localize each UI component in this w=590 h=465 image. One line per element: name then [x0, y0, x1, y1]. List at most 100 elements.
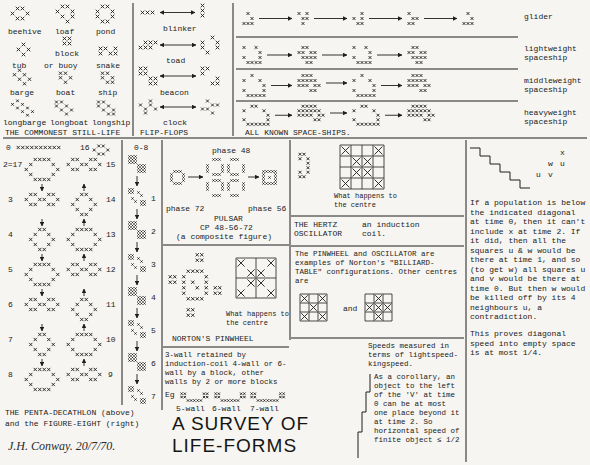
phase-arrow: [188, 177, 203, 178]
title-lettering: A SURVEY OF LIFE-FORMS: [172, 413, 322, 457]
section-rule: [466, 140, 467, 462]
spaceship: [408, 12, 419, 25]
pinwheel-grid: [236, 298, 276, 299]
section-heading: NORTON'S PINWHEEL: [172, 334, 254, 343]
cell-letter: x: [560, 148, 565, 157]
phase-arrow: [160, 45, 196, 46]
oscillator: [201, 4, 205, 18]
section-heading: THE HERTZ OSCILLATOR: [294, 220, 352, 238]
phase-arrow: [137, 209, 138, 219]
pulsar: [206, 158, 244, 196]
spaceship: [243, 12, 254, 25]
generation-number: 4: [151, 293, 156, 302]
oscillator: [201, 36, 220, 55]
section-heading: FLIP-FLOPS: [140, 128, 188, 137]
generation-number: 8: [8, 370, 13, 379]
label: toad: [166, 56, 185, 65]
spaceship: [408, 74, 431, 92]
note: As a corollary, an object to the left of…: [374, 373, 462, 445]
phase-arrow: [322, 55, 347, 56]
oscillator-grid: [340, 189, 384, 190]
figure-eight: [128, 221, 145, 238]
phase-arrow: [137, 176, 138, 186]
figure-eight: [128, 386, 145, 403]
penta-decathlon: [67, 333, 102, 356]
label: phase 48: [212, 146, 250, 155]
generation-number: 3: [151, 260, 156, 269]
spaceship: [353, 12, 364, 25]
penta-decathlon: [25, 368, 60, 391]
centre-grid: [374, 294, 375, 321]
generation-number: 13: [106, 230, 116, 239]
oscillator-grid: [340, 145, 384, 146]
still-life: [99, 47, 118, 56]
label: clock: [163, 118, 187, 127]
question: What happens to the centre: [334, 192, 398, 209]
label: glider: [524, 12, 553, 21]
section-rule: [291, 216, 464, 217]
label: middleweight spaceship: [524, 76, 586, 94]
label: longbarge: [3, 118, 46, 127]
penta-decathlon: [17, 146, 61, 149]
section-rule: [233, 3, 234, 136]
label: phase 56: [248, 204, 286, 213]
pinwheel-grid: [236, 258, 276, 259]
centre-grid: [392, 294, 393, 321]
still-life: [11, 7, 30, 21]
figure-eight: [128, 287, 145, 304]
spaceship: [243, 105, 270, 126]
spaceship: [408, 46, 427, 64]
oscillator-grid: [340, 178, 384, 179]
figure-eight: [128, 320, 145, 337]
generation-number: 9: [108, 370, 113, 379]
label: boat: [56, 88, 75, 97]
spaceship: [298, 74, 321, 92]
still-life: [56, 5, 75, 24]
section-heading: PULSAR: [214, 214, 243, 223]
label: and: [343, 304, 357, 313]
generation-number: 11: [106, 300, 116, 309]
generation-number: 12: [106, 265, 116, 274]
phase-arrow: [248, 177, 259, 178]
wall: [250, 393, 284, 402]
section-rules: [3, 3, 587, 462]
label: longboat: [50, 118, 88, 127]
generation-number: 15: [106, 160, 116, 169]
phase-arrow: [42, 289, 43, 296]
phase-arrow: [160, 12, 195, 13]
still-life: [101, 72, 114, 84]
section-rule: [236, 37, 518, 38]
generation-number: 6: [151, 359, 156, 368]
still-life: [17, 43, 31, 57]
penta-decathlon: [25, 158, 60, 181]
figure-eight: [128, 188, 145, 205]
section-rule: [133, 3, 134, 136]
phase-arrow: [137, 374, 138, 384]
section-rule: [290, 140, 291, 340]
generation-number: 7: [8, 335, 13, 344]
phase-arrow: [137, 341, 138, 351]
generation-number: 7: [151, 392, 156, 401]
spaceship: [353, 105, 380, 126]
pulsar-phase: [262, 170, 276, 184]
oscillator: [141, 11, 155, 15]
label: ship: [98, 88, 117, 97]
centre-grid: [327, 294, 328, 321]
note: The PINWHEEL and OSCILLATOR are examples…: [295, 250, 461, 286]
pinwheel-grid: [236, 278, 276, 279]
centre-grid: [365, 303, 392, 304]
note: Speeds measured in terms of lightspeed-k…: [368, 342, 464, 369]
label: CP 48-56-72: [200, 223, 253, 232]
penta-decathlon: [93, 145, 109, 156]
spaceship: [298, 12, 309, 25]
figure-eight: [128, 254, 145, 271]
phase-arrow: [369, 18, 402, 19]
caption: THE PENTA-DECATHLON (above): [5, 408, 135, 417]
centre-grid: [309, 294, 310, 321]
figure-eight: [128, 155, 145, 172]
phase-arrow: [42, 254, 43, 261]
spaceship: [298, 46, 317, 64]
still-life: [97, 101, 115, 116]
phase-arrow: [314, 18, 347, 19]
